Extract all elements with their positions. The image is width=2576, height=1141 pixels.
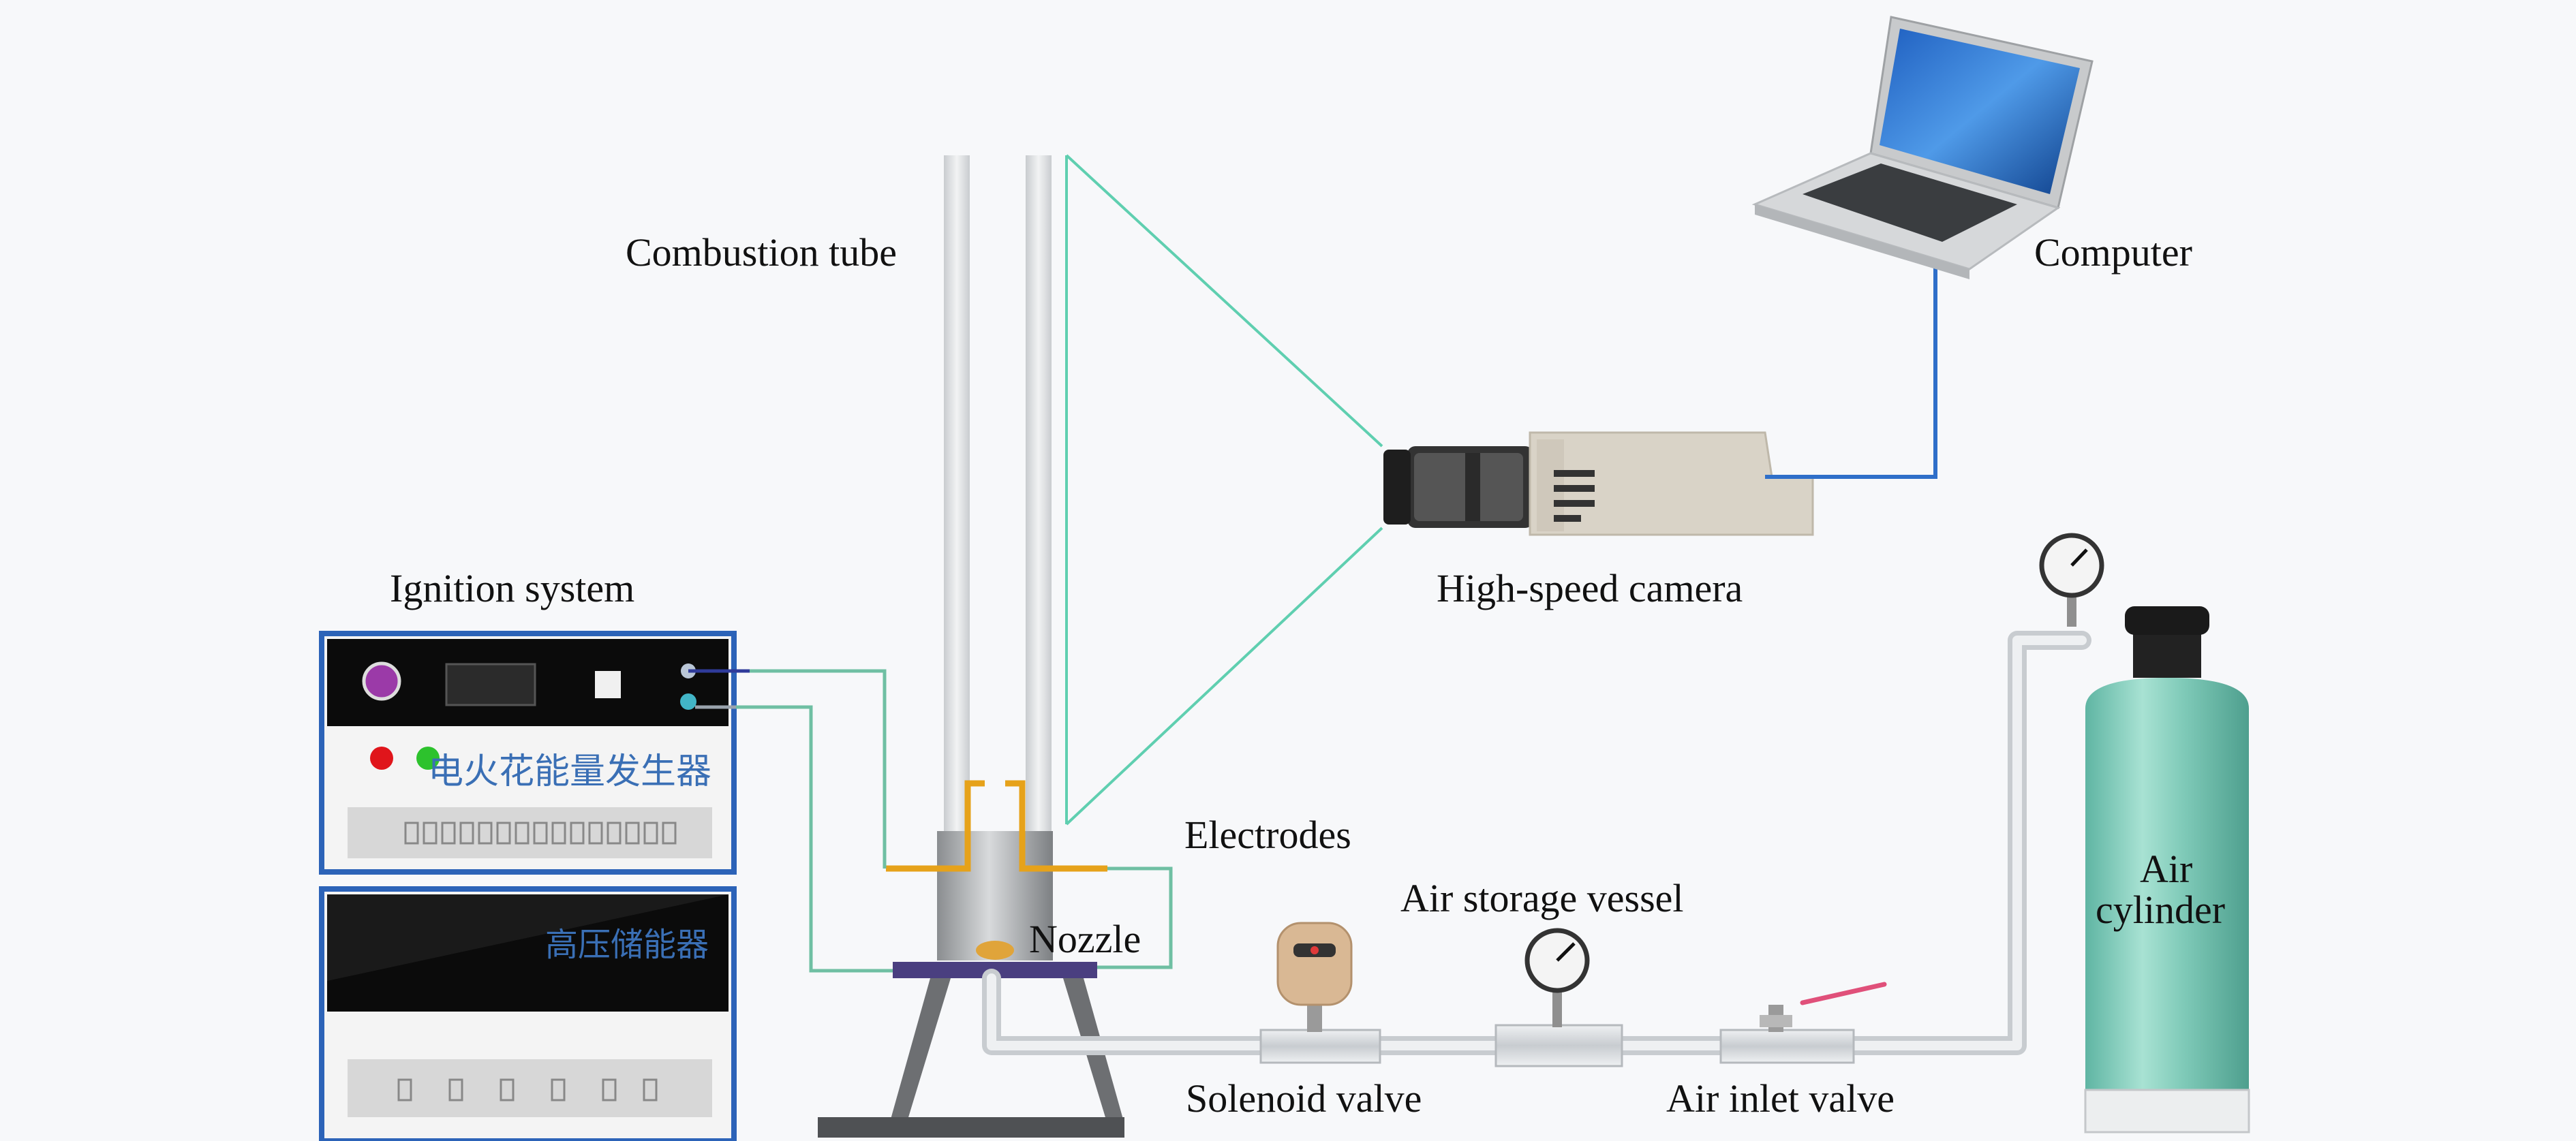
gas-cylinder-icon [2084,606,2250,1134]
solenoid-valve-icon [1276,922,1353,1032]
keypad-row [397,1078,658,1101]
label-air-inlet-valve: Air inlet valve [1666,1076,1895,1121]
ball-valve-icon [1760,982,1887,1032]
label-air-cylinder-line1: Air [2140,847,2192,891]
switch-icon [595,671,621,698]
electrode-right [1005,780,1107,872]
label-ignition-system: Ignition system [390,566,634,610]
label-nozzle: Nozzle [1029,917,1141,961]
combustion-tube [944,155,1052,843]
camera-field-of-view [1065,154,1383,826]
label-air-storage-vessel: Air storage vessel [1400,876,1684,920]
pressure-gauge-icon [2039,533,2104,627]
label-high-speed-camera: High-speed camera [1437,566,1743,610]
camera-icon [1383,431,1814,536]
digital-display [445,663,536,706]
pipe-fittings [1259,1024,1855,1067]
label-solenoid-valve: Solenoid valve [1186,1076,1422,1121]
nozzle-icon [976,941,1014,960]
indicator-light-icon [416,747,440,770]
keypad-row [404,822,677,845]
laptop-icon [1751,16,2094,279]
label-combustion-tube: Combustion tube [626,230,897,275]
gas-pipeline [982,631,2091,1055]
ignition-wiring [688,669,1173,973]
spark-generator-text: 电火花能量发生器 [428,751,711,792]
storage-text: 高压储能器 [545,926,709,964]
indicator-light-icon [370,747,393,770]
label-air-cylinder-line2: cylinder [2096,888,2225,932]
data-cable [1765,266,1937,479]
pressure-gauge-icon [1524,928,1590,1027]
power-button-icon [362,661,401,701]
connector-bottom-icon [680,693,696,710]
electrode-left [886,780,985,872]
burner-assembly [818,780,1124,1138]
label-computer: Computer [2034,230,2192,275]
label-electrodes: Electrodes [1184,813,1351,857]
ignition-system: 电火花能量发生器 高压储能器 [319,631,737,1141]
